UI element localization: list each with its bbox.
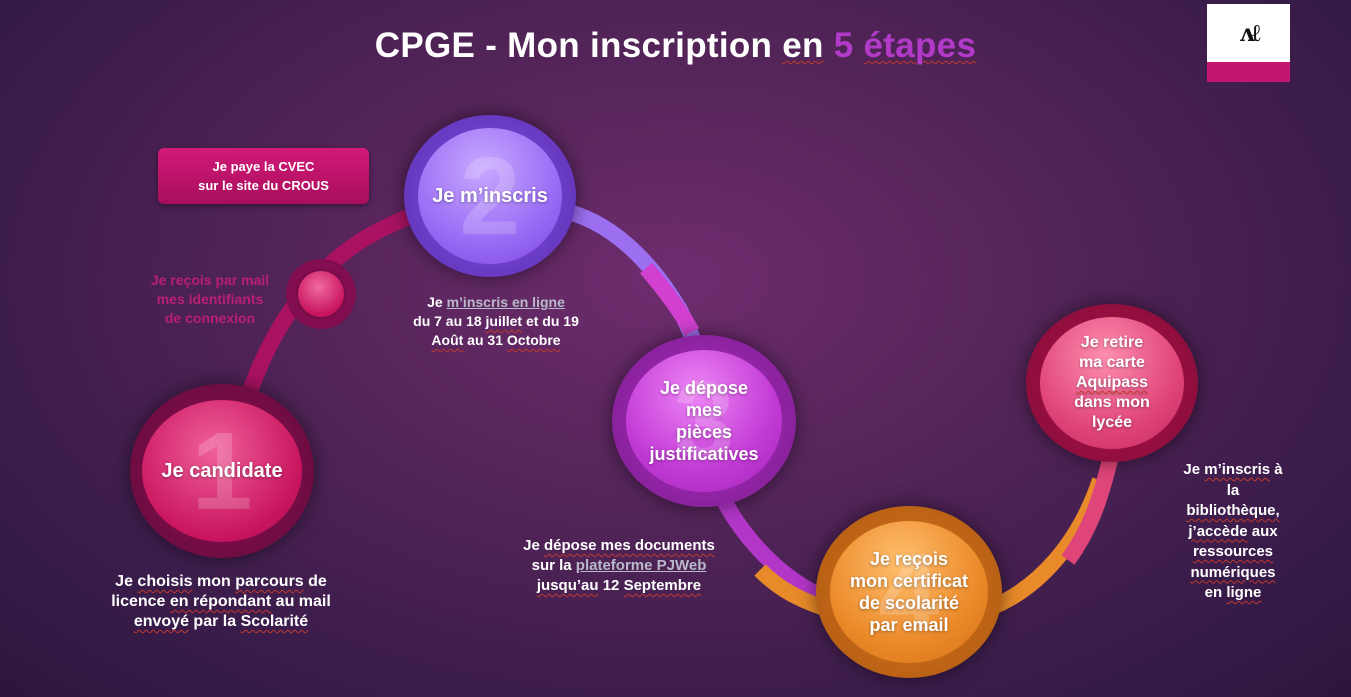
title-prefix: CPGE - Mon inscription (374, 26, 783, 65)
mail-line3: de connexion (164, 310, 256, 326)
inscription-link[interactable]: m’inscris en ligne (446, 294, 565, 310)
mail-line1: Je reçois par mail (150, 272, 270, 288)
arc-4-5b (1061, 458, 1118, 565)
step4-label: Je reçois mon certificat de scolarité pa… (849, 549, 969, 635)
logo-mark: ᴧℓ (1239, 18, 1260, 47)
step4-number: 4 (878, 530, 940, 654)
step1-circle: 1 Je candidate (142, 400, 302, 542)
step3-number: 3 (673, 359, 735, 483)
step4-circle: 4 Je reçois mon certificat de scolarité … (830, 521, 988, 663)
cvec-line1: Je paye la CVEC (212, 159, 315, 174)
desc-step2: Je m’inscris en ligne du 7 au 18 juillet… (413, 294, 579, 348)
desc-step3: Je dépose mes documents sur la plateform… (523, 537, 715, 594)
title-en: en (782, 26, 824, 65)
cvec-box: Je paye la CVEC sur le site du CROUS (158, 148, 369, 204)
mail-line2: mes identifiants (156, 291, 264, 307)
step3-label: Je dépose mes pièces justificatives (649, 378, 759, 464)
step5-circle: Je retire ma carte Aquipass dans mon lyc… (1040, 317, 1184, 449)
title-number: 5 (833, 26, 854, 65)
logo: ᴧℓ (1207, 4, 1290, 82)
step3-circle: 3 Je dépose mes pièces justificatives (626, 350, 782, 492)
step1-number: 1 (191, 409, 253, 533)
step2-number: 2 (459, 134, 521, 258)
page-title: CPGE - Mon inscription en 5 étapes (0, 26, 1351, 66)
arc-2-3b (639, 262, 700, 336)
step2-circle: 2 Je m’inscris (418, 128, 562, 264)
title-etapes: étapes (863, 26, 977, 65)
step2-label: Je m’inscris (432, 184, 548, 207)
cvec-line2: sur le site du CROUS (198, 178, 329, 193)
step5-label: Je retire ma carte Aquipass dans mon lyc… (1074, 334, 1150, 431)
mail-node (298, 271, 344, 317)
step1-label: Je candidate (161, 459, 283, 482)
desc-step5: Je m’inscris à la bibliothèque, j’accède… (1183, 461, 1283, 601)
mail-text: Je reçois par mail mes identifiants de c… (131, 271, 289, 328)
desc-step1: Je choisis mon parcours de licence en ré… (111, 573, 331, 630)
logo-stripe (1207, 62, 1290, 82)
pjweb-link[interactable]: plateforme PJWeb (575, 557, 707, 574)
